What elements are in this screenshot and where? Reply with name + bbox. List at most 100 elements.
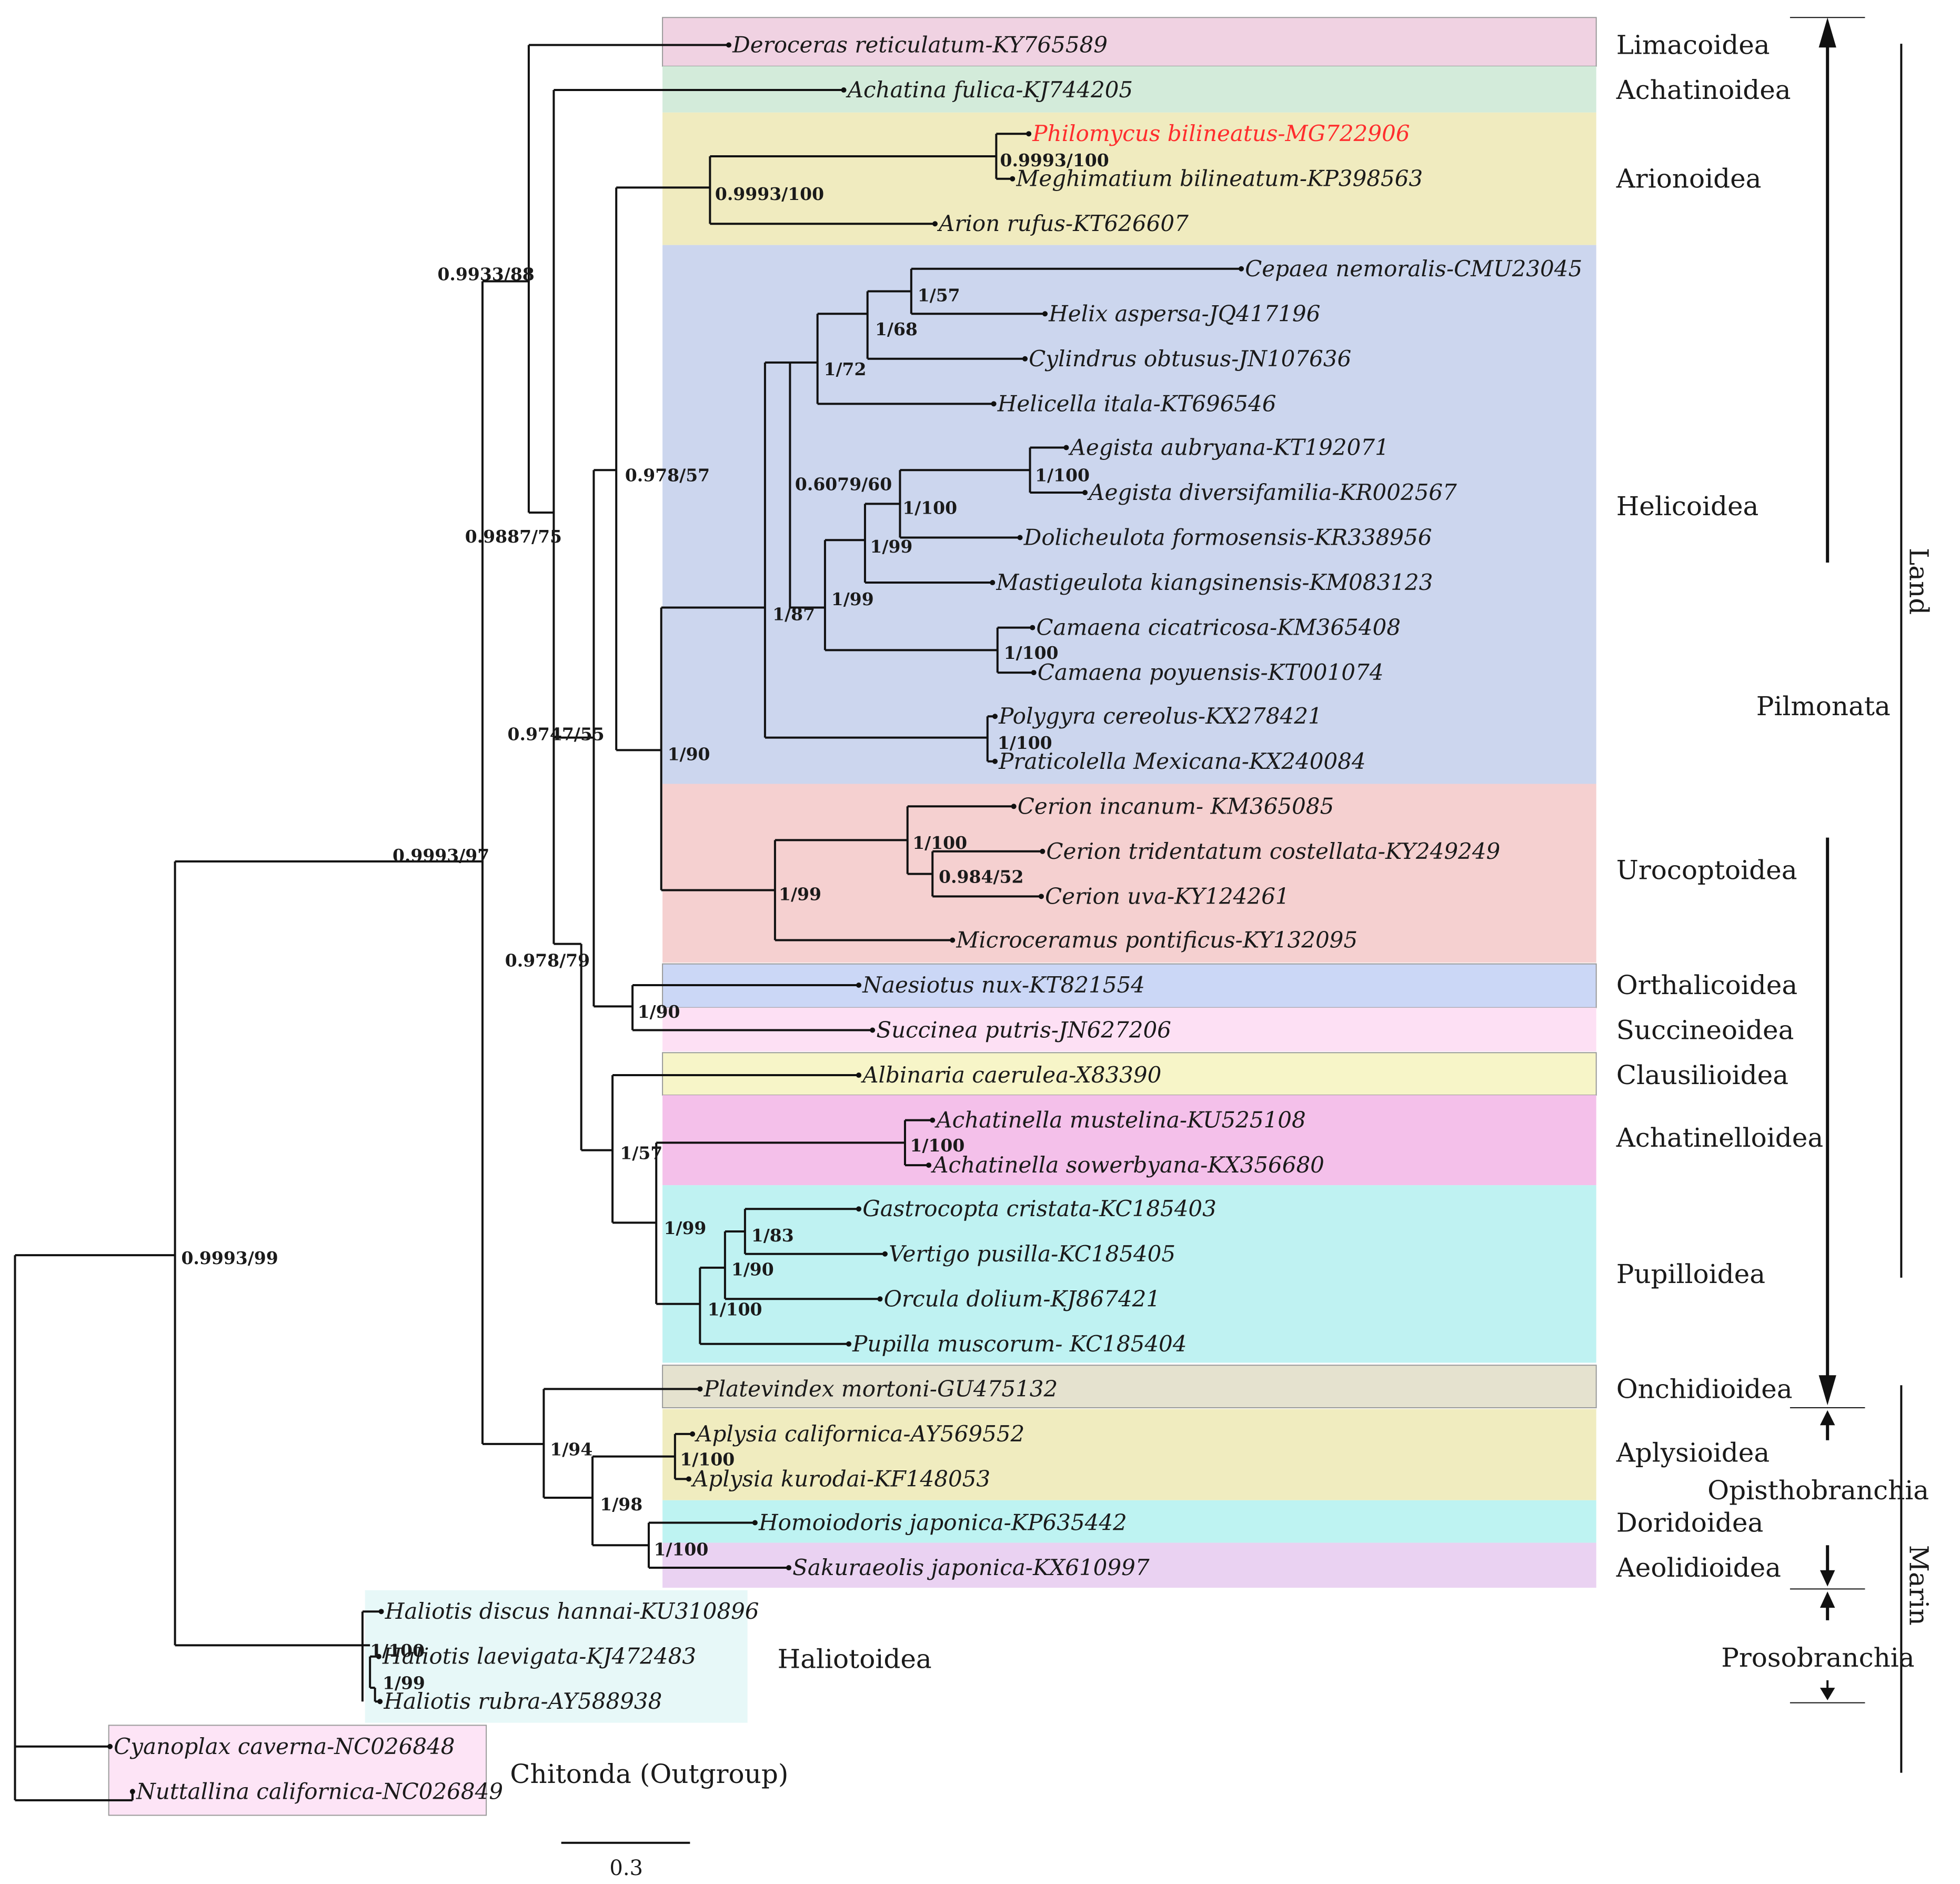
leaf-dot-philomycus [1026,131,1032,137]
leaf-dot-homoiodoris [752,1520,758,1526]
leaf-dot-aplysia_k [686,1476,691,1482]
support-n_opistho: 1/98 [600,1494,642,1515]
leaf-dot-praticolella [992,758,998,764]
leaf-dot-cerion_i [1011,804,1017,809]
band-aplysioidea [662,1409,1596,1500]
leaf-dot-dolicheulota [1017,535,1023,540]
leaf-dot-camaena_c [1030,625,1036,630]
taxon-gastrocopta: Gastrocopta cristata-KC185403 [862,1196,1217,1221]
support-n_aegista: 1/100 [1035,465,1090,486]
leaf-dot-gastrocopta [856,1206,862,1212]
leaf-dot-orcula [877,1296,883,1302]
leaf-dot-succinea [870,1027,876,1033]
taxon-polygyra: Polygyra cereolus-KX278421 [998,703,1322,729]
leaf-dot-haliotis_l [376,1653,381,1659]
leaf-dot-albinaria [856,1073,862,1078]
leaf-dot-achatina [841,87,847,93]
taxon-deroceras: Deroceras reticulatum-KY765589 [732,32,1108,58]
group-label-onchidioidea: Onchidioidea [1616,1374,1793,1404]
leaf-dot-helix [1042,311,1048,317]
leaf-dot-camaena_p [1031,670,1037,676]
support-n_euthyneura: 0.9993/97 [393,845,489,866]
scale-bar-label: 0.3 [609,1856,643,1880]
support-n_arionoidea: 0.9993/100 [715,184,824,204]
arrow-opistho-down [1820,1570,1835,1587]
taxon-haliotis_r: Haliotis rubra-AY588938 [383,1688,662,1714]
taxon-succinea: Succinea putris-JN627206 [876,1017,1171,1043]
higher-group-pilmonata: Pilmonata [1756,691,1891,721]
leaf-dot-cylindrus [1022,356,1028,362]
taxon-platevindex: Platevindex mortoni-GU475132 [703,1376,1058,1401]
leaf-dot-aegista_a [1063,445,1069,450]
superfamily-bands [108,17,1597,1816]
support-n_polygyridae: 1/100 [998,733,1052,753]
taxon-dolicheulota: Dolicheulota formosensis-KR338956 [1023,525,1432,550]
taxon-cyanoplax: Cyanoplax caverna-NC026848 [114,1733,455,1759]
higher-group-opisthobranchia: Opisthobranchia [1707,1475,1929,1506]
taxon-achatinella_m: Achatinella mustelina-KU525108 [934,1107,1305,1133]
support-n_marine: 1/94 [550,1439,592,1459]
leaf-dot-cyanoplax [107,1743,113,1749]
taxon-arion: Arion rufus-KT626607 [937,211,1189,236]
taxon-philomycus: Philomycus bilineatus-MG722906 [1032,121,1410,146]
band-clausilioidea [662,1052,1597,1096]
support-n_clau_achat: 1/57 [620,1143,662,1163]
taxon-nuttallina: Nuttallina californica-NC026849 [136,1778,503,1804]
support-n_cep_hel: 1/57 [918,285,960,306]
arrow-proso-up [1820,1591,1835,1608]
group-label-haliotoidea: Haliotoidea [778,1644,932,1674]
group-label-pupilloidea: Pupilloidea [1616,1259,1765,1289]
group-label-limacoidea: Limacoidea [1616,30,1770,61]
leaf-dot-achatinella_m [930,1117,936,1123]
group-label-aplysioidea: Aplysioidea [1616,1437,1770,1468]
leaf-dot-cepaea [1239,266,1244,272]
support-n_upper: 0.9887/75 [465,526,562,547]
taxon-orcula: Orcula dolium-KJ867421 [884,1286,1161,1311]
band-aeolidioidea [662,1542,1596,1588]
leaf-dot-aplysia_c [690,1431,696,1437]
leaf-dot-aegista_d [1082,490,1088,496]
taxon-pupilla: Pupilla muscorum- KC185404 [852,1331,1187,1357]
support-n_helicoidea_a: 0.6079/60 [795,474,892,494]
leaf-dot-platevindex [697,1386,703,1392]
taxon-haliotis_d: Haliotis discus hannai-KU310896 [385,1598,759,1624]
leaf-dot-haliotis_d [378,1609,384,1615]
leaf-dot-meghimatium [1010,176,1016,182]
group-label-urocoptoidea: Urocoptoidea [1616,855,1797,885]
band-doridoidea [662,1500,1596,1543]
support-n_aeg_dol: 1/100 [902,498,957,518]
group-label-aeolidioidea: Aeolidioidea [1616,1552,1781,1583]
leaf-markers [107,42,1244,1795]
support-n_cerion_tu: 0.984/52 [939,866,1023,887]
taxon-aplysia_k: Aplysia kurodai-KF148053 [690,1466,990,1491]
taxon-mastigeulota: Mastigeulota kiangsinensis-KM083123 [996,569,1433,595]
support-n_haliotis: 1/100 [370,1640,425,1661]
leaf-dot-sakuraeolis [786,1565,792,1571]
group-label-arionoidea: Arionoidea [1616,164,1762,194]
higher-group-land: Land [1904,548,1934,615]
arrow-proso-down [1820,1688,1835,1700]
leaf-dot-mastigeulota [990,580,996,586]
leaf-dot-arion [932,221,938,227]
taxon-aegista_d: Aegista diversifamilia-KR002567 [1087,479,1457,505]
band-onchidioidea [662,1365,1597,1408]
taxon-cerion_i: Cerion incanum- KM365085 [1018,793,1334,819]
scale-bar: 0.3 [561,1841,690,1880]
leaf-dot-nuttallina [129,1789,135,1795]
support-n_gastropoda: 0.9993/99 [181,1248,278,1268]
higher-group-prosobranchia: Prosobranchia [1721,1642,1914,1673]
taxon-naesiotus: Naesiotus nux-KT821554 [862,972,1145,998]
taxon-cepaea: Cepaea nemoralis-CMU23045 [1245,256,1582,282]
leaf-dot-cerion_u [1038,894,1044,899]
support-n_stylo_a: 0.978/57 [625,465,710,486]
taxon-achatina: Achatina fulica-KJ744205 [846,77,1133,103]
taxon-meghimatium: Meghimatium bilineatum-KP398563 [1016,166,1423,192]
taxon-camaena_c: Camaena cicatricosa-KM365408 [1036,615,1401,640]
taxon-helicella: Helicella itala-KT696546 [997,390,1276,416]
support-n_helicoidea_b: 1/87 [772,604,815,624]
taxon-microceramus: Microceramus pontificus-KY132095 [956,927,1358,953]
taxon-homoiodoris: Homoiodoris japonica-KP635442 [758,1510,1127,1536]
tree-branches [14,44,1242,1801]
